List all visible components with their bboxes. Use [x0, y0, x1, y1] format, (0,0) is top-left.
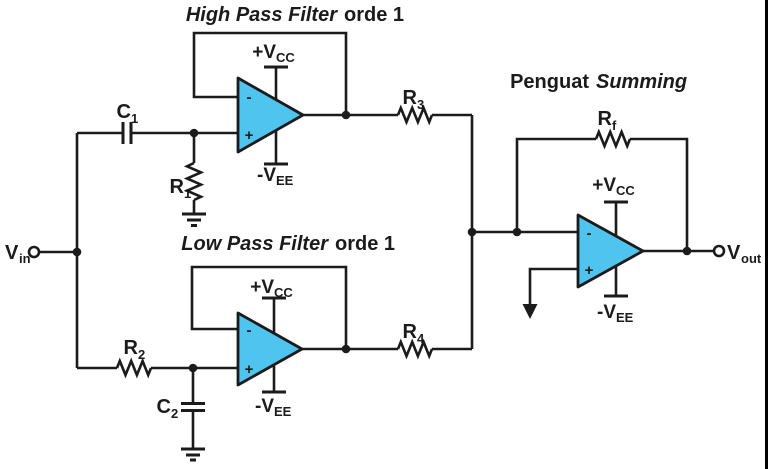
vout-terminal [712, 244, 726, 258]
summing-inverting-input: - [587, 225, 592, 242]
rf-feedback-wire [515, 128, 689, 251]
c1-plates [121, 122, 133, 144]
lpf-opamp: +V CC - + -V EE [236, 277, 304, 419]
lpf-opamp-triangle [236, 311, 304, 387]
lpf-vcc-label-sub: CC [274, 285, 293, 300]
r1-zigzag [183, 133, 205, 214]
lpf-feedback-wire [190, 265, 348, 349]
r4-zigzag [396, 338, 472, 360]
junction-dot [467, 227, 477, 237]
c2-plates [181, 402, 205, 412]
c2-label: C [157, 396, 171, 418]
r2-resistor: R 2 [77, 337, 238, 379]
hpf-title-regular: orde 1 [344, 4, 404, 26]
lpf-noninverting-input: + [245, 361, 254, 378]
junction-dot [341, 110, 351, 120]
r2-label-sub: 2 [138, 347, 145, 362]
lpf-inverting-input: - [247, 322, 252, 339]
vin-label-sub: in [19, 251, 31, 266]
r3-zigzag [396, 104, 472, 126]
lpf-vee-label-sub: EE [274, 404, 292, 419]
vout-label-sub: out [741, 251, 762, 266]
summing-vcc-label: +V [592, 175, 616, 196]
lpf-title-italic: Low Pass Filter [181, 233, 329, 255]
vout-label: V [727, 242, 741, 264]
rf-label-sub: f [612, 118, 617, 133]
hpf-opamp: +V CC - + -V EE [236, 42, 305, 188]
hpf-vee-label: -V [257, 165, 276, 186]
right-border [765, 0, 768, 469]
rf-label: R [598, 108, 613, 130]
hpf-noninverting-input: + [245, 127, 254, 144]
r3-label-sub: 3 [417, 97, 424, 112]
lpf-vcc-label: +V [250, 277, 274, 298]
junction-dot [72, 247, 82, 257]
hpf-title-italic: High Pass Filter [186, 4, 338, 26]
c2-capacitor: C 2 [157, 368, 205, 462]
c1-label: C [117, 101, 131, 123]
summing-title-regular: Penguat [510, 71, 589, 93]
c2-label-sub: 2 [171, 406, 178, 421]
c1-capacitor: C 1 [77, 101, 238, 144]
summing-opamp-triangle [576, 213, 645, 289]
summing-opamp: +V CC - + -V EE [576, 175, 645, 325]
r4-label-sub: 4 [417, 331, 425, 346]
summing-bus-wires [470, 115, 578, 349]
summing-noninverting-input: + [585, 262, 594, 279]
hpf-vcc-label: +V [252, 42, 276, 63]
junction-dot [682, 246, 692, 256]
ground-symbol [182, 212, 206, 227]
lpf-section: Low Pass Filter orde 1 R 2 C 2 +V CC - [77, 233, 472, 462]
r4-resistor: R 4 [396, 321, 472, 360]
r1-resistor: R 1 [170, 133, 206, 227]
hpf-inverting-input: - [247, 89, 252, 106]
lpf-vee-label: -V [255, 396, 274, 417]
input-wires [39, 133, 79, 368]
summing-vee-label: -V [597, 302, 616, 323]
junction-dot [341, 344, 351, 354]
lpf-title-regular: orde 1 [335, 233, 395, 255]
hpf-feedback-wire [192, 31, 348, 115]
r3-label: R [403, 87, 418, 109]
summing-title-italic: Summing [596, 71, 687, 93]
r2-zigzag [77, 357, 238, 379]
ground-symbol [181, 447, 205, 462]
summing-vee-label-sub: EE [616, 310, 634, 325]
hpf-section: High Pass Filter orde 1 C 1 R 1 +V CC - [77, 4, 472, 227]
vin-label: V [5, 242, 19, 264]
input-network: V in [5, 133, 82, 368]
noninverting-ground [522, 267, 578, 319]
hpf-vcc-label-sub: CC [276, 50, 295, 65]
c1-label-sub: 1 [131, 111, 138, 126]
r3-resistor: R 3 [396, 87, 472, 126]
ground-wire [528, 267, 578, 305]
summing-section: Penguat Summing R f +V CC - + -V EE [467, 71, 762, 349]
rf-resistor: R f [515, 108, 689, 251]
hpf-opamp-triangle [236, 76, 305, 154]
r4-label: R [403, 321, 418, 343]
r2-label: R [124, 337, 139, 359]
r1-label: R [170, 176, 185, 198]
hpf-vee-label-sub: EE [276, 173, 294, 188]
ground-arrow-icon [522, 304, 538, 319]
r1-label-sub: 1 [184, 186, 191, 201]
summing-vcc-label-sub: CC [616, 183, 635, 198]
